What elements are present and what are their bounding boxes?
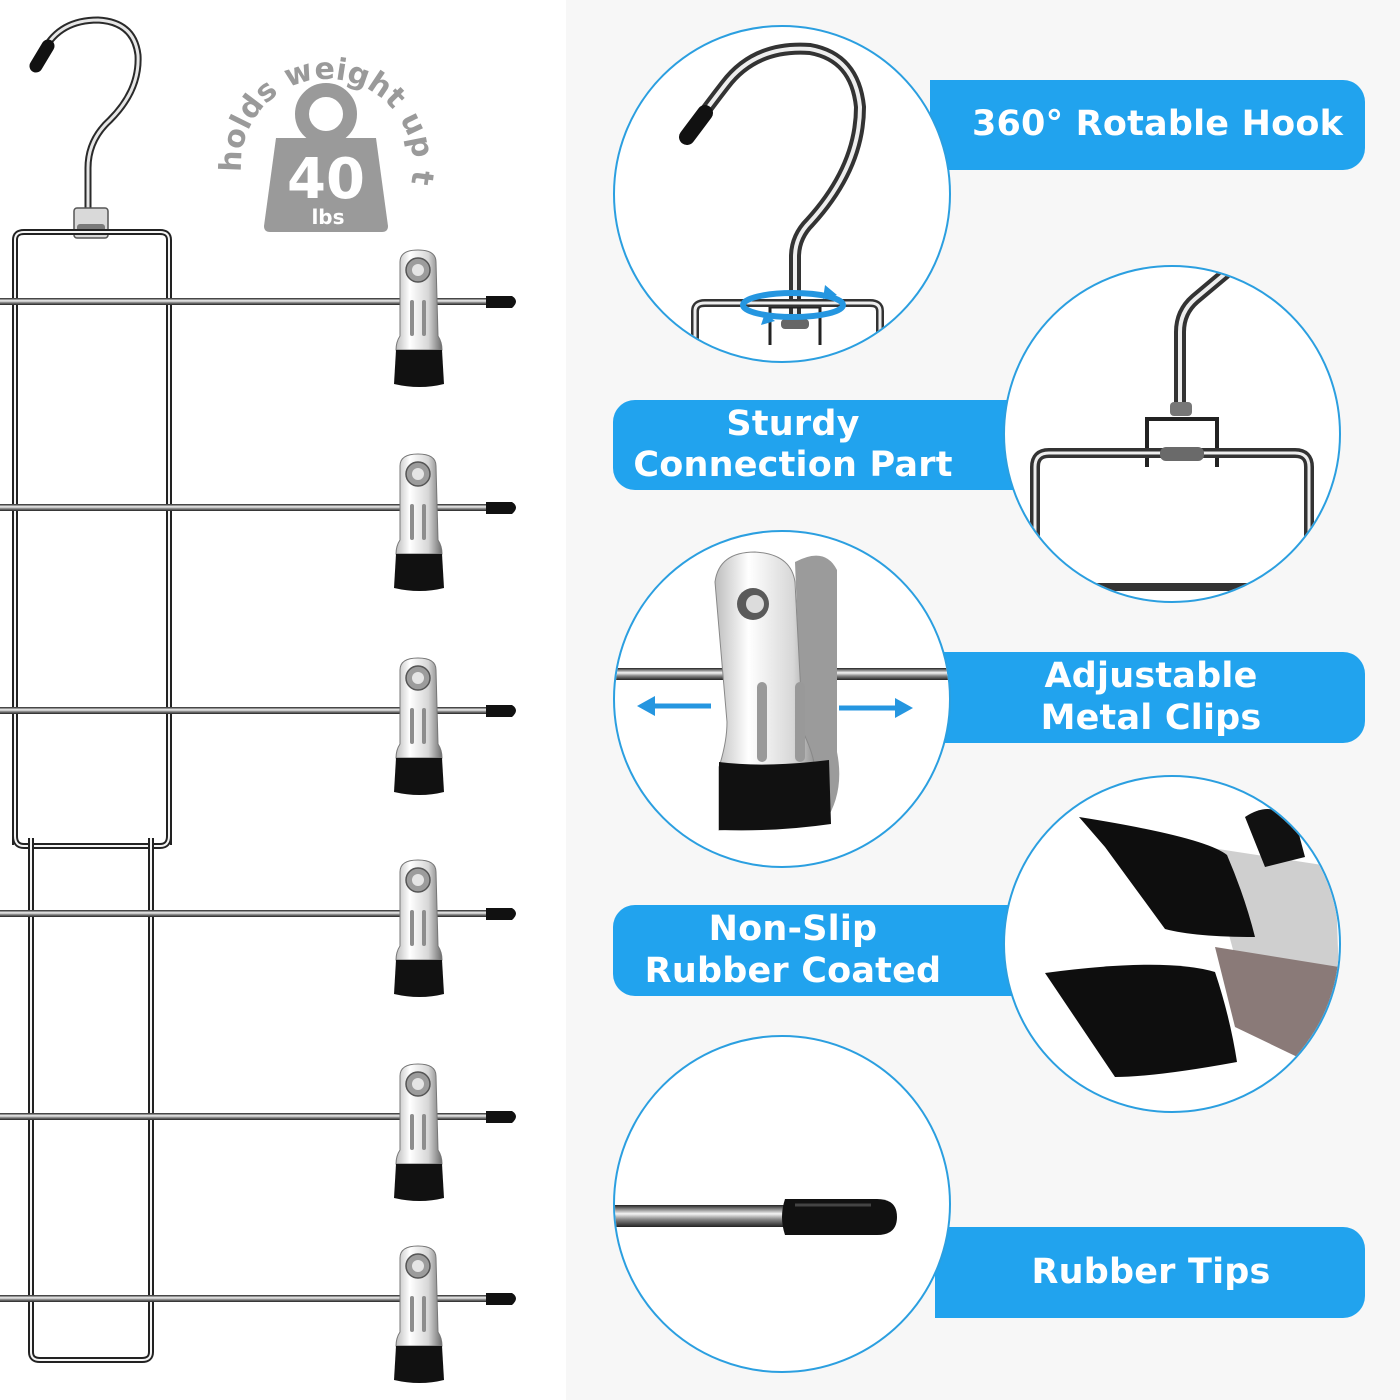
clip-icon	[393, 453, 445, 592]
feature-banner-rubber-coated: Non-Slip Rubber Coated	[613, 905, 1013, 996]
feature-label: 360° Rotable Hook	[971, 104, 1344, 145]
feature-label: Connection Part	[633, 445, 953, 485]
clip-icon	[393, 1063, 445, 1202]
clip-icon	[393, 1245, 445, 1384]
rotation-arrow-icon	[740, 290, 846, 320]
rubber-tip-icon	[486, 502, 516, 514]
clip-icon	[393, 859, 445, 998]
rubber-tip-icon	[486, 705, 516, 717]
rubber-tip-icon	[486, 1293, 516, 1305]
hanger-bar-3	[0, 657, 516, 796]
hook-icon	[29, 16, 142, 239]
hanger-bar-4	[0, 859, 516, 998]
rubber-tip-icon	[486, 908, 516, 920]
feature-image-rubber-tips	[613, 1035, 951, 1373]
badge-unit: lbs	[311, 205, 344, 229]
badge-value: 40	[287, 147, 365, 212]
rubber-tip-icon	[486, 1111, 516, 1123]
hanger-frame-upper	[12, 229, 172, 849]
feature-banner-metal-clips: Adjustable Metal Clips	[935, 652, 1365, 743]
feature-label: Rubber Tips	[1031, 1251, 1271, 1292]
feature-banner-rubber-tips: Rubber Tips	[935, 1227, 1365, 1318]
weight-icon	[264, 83, 388, 232]
hanger-bar-1	[0, 249, 516, 388]
move-left-arrow-icon	[637, 696, 711, 716]
feature-label: Sturdy	[726, 403, 860, 444]
feature-label: Rubber Coated	[644, 950, 942, 991]
feature-banner-connection-part: Sturdy Connection Part	[613, 400, 1013, 490]
rotating-hook-icon	[679, 42, 884, 361]
feature-label: Adjustable	[1044, 656, 1258, 697]
clip-icon	[393, 657, 445, 796]
hanger-bar-5	[0, 1063, 516, 1202]
move-right-arrow-icon	[839, 698, 913, 718]
feature-image-connection-part	[1003, 265, 1341, 603]
hanger-bar-6	[0, 1245, 516, 1384]
feature-image-metal-clips	[613, 530, 951, 868]
hanger-bar-2	[0, 453, 516, 592]
connection-swivel-icon	[1030, 267, 1314, 601]
weight-capacity-badge: holds weight up to 40 lbs	[0, 0, 440, 232]
feature-label: Non-Slip	[708, 909, 878, 950]
rubber-tip-icon	[615, 1199, 897, 1235]
feature-image-rotatable-hook	[613, 25, 951, 363]
rubber-tip-icon	[486, 296, 516, 308]
hanger-frame-lower	[28, 838, 154, 1363]
feature-banner-rotatable-hook: 360° Rotable Hook	[930, 80, 1365, 170]
sliding-clip-icon	[615, 551, 949, 831]
tiered-hanger-illustration: holds weight up to 40 lbs	[0, 0, 516, 1384]
rubber-jaws-icon	[1045, 809, 1339, 1077]
clip-icon	[393, 249, 445, 388]
feature-label: Metal Clips	[1040, 697, 1262, 738]
feature-image-rubber-coated	[1003, 775, 1341, 1113]
